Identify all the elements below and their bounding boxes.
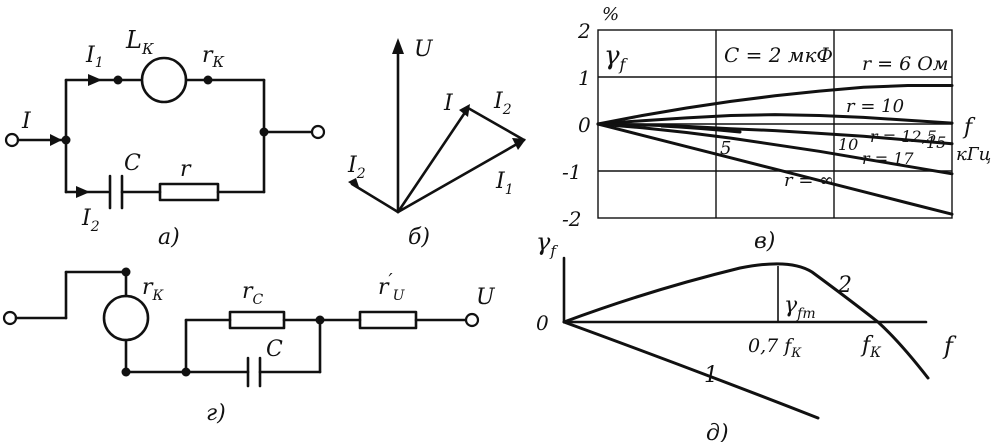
y-unit: %	[602, 4, 619, 25]
curve-r5	[660, 124, 742, 134]
d-curve-label-2: 2	[837, 273, 852, 298]
inductance-coil	[140, 56, 188, 104]
d-tick-07fk: 0,7 fК	[748, 335, 802, 361]
panel-v-chart: 2 1 0 -1 -2 % γf C = 2 мкФ r = 6 Ом r = …	[562, 4, 991, 254]
d-ylabel: γf	[536, 228, 558, 260]
chart-series-line-0	[596, 84, 954, 126]
current-arrow-i2	[76, 186, 90, 198]
chart-series	[596, 84, 954, 216]
curve-label-r17: r = 17	[862, 149, 914, 168]
panel-g-circuit: rК rC C r′U U г)	[2, 267, 496, 426]
capacitance-note: C = 2 мкФ	[724, 43, 833, 67]
curve-label-r10: r = 10	[846, 96, 904, 117]
current-arrow-i1	[88, 74, 102, 86]
curve-label-r6: r = 6 Ом	[862, 53, 949, 75]
caption-b: б)	[408, 225, 430, 250]
curve-label-5: 5	[720, 138, 731, 159]
chart-series-line-2	[596, 122, 954, 146]
label-u: U	[414, 37, 434, 62]
d-xlabel: f	[942, 332, 957, 360]
label-lk: LК	[125, 26, 154, 58]
d-curve-2	[562, 262, 930, 380]
panel-a-circuit: I I1 LК rК I2 C r а)	[4, 26, 326, 250]
chart-series-line-4	[596, 122, 954, 216]
resistor-ru	[358, 310, 418, 330]
caption-a: а)	[158, 225, 180, 250]
caption-d: д)	[706, 421, 729, 442]
label-i2-phasor-top: I2	[493, 89, 512, 118]
y-tick-1: 1	[578, 66, 591, 90]
resistor-rc	[228, 310, 286, 330]
label-rc: rC	[242, 279, 264, 308]
d-curve-label-1: 1	[704, 363, 718, 388]
y-tick-minus-1: -1	[562, 160, 581, 184]
source-rk	[102, 294, 150, 342]
chart-series-line-1	[596, 113, 954, 126]
label-i-phasor: I	[443, 91, 454, 116]
label-i2: I2	[81, 206, 100, 235]
caption-g: г)	[206, 401, 226, 426]
d-tick-fk: fК	[860, 333, 882, 361]
caption-v: в)	[754, 229, 775, 254]
chart-series-line-3	[596, 122, 954, 176]
label-ru: r′U	[378, 270, 406, 304]
label-r: r	[180, 157, 192, 182]
current-arrow-i	[50, 134, 62, 146]
phasor-i2-shifted	[466, 106, 526, 142]
label-i1-phasor: I1	[495, 169, 514, 198]
panel-b-phasor-diagram: U I I2 I1 I2 б)	[347, 37, 526, 250]
label-c: C	[124, 151, 141, 176]
d-curve-1	[562, 320, 820, 420]
panel-d-chart: γf 0 f γfm 0,7 fК fК 1 2 д)	[536, 228, 957, 446]
output-terminal-g	[464, 312, 480, 328]
d-peak-label: γfm	[784, 293, 816, 322]
phasor-i2	[350, 182, 400, 214]
d-origin: 0	[536, 311, 549, 335]
input-terminal-a	[4, 132, 20, 148]
resistor-r	[158, 182, 220, 202]
label-source-rk: rК	[142, 275, 165, 304]
label-i: I	[21, 109, 32, 134]
y-tick-0: 0	[578, 113, 591, 137]
phasor-i1	[396, 138, 526, 214]
chart-xunit: кГц	[956, 144, 991, 165]
label-u-out: U	[476, 285, 496, 310]
chart-xlabel: f	[962, 115, 976, 140]
curve-label-10b: 10	[838, 135, 858, 154]
label-rk: rК	[202, 43, 225, 71]
label-i2-phasor: I2	[347, 153, 366, 182]
input-terminal-g	[2, 310, 18, 326]
y-tick-2: 2	[577, 19, 591, 43]
chart-ylabel: γf	[604, 41, 629, 74]
phasor-i	[396, 106, 470, 214]
label-i1: I1	[85, 43, 104, 71]
y-tick-minus-2: -2	[562, 207, 581, 231]
output-terminal-a	[310, 124, 326, 140]
label-c-g: C	[266, 337, 283, 362]
